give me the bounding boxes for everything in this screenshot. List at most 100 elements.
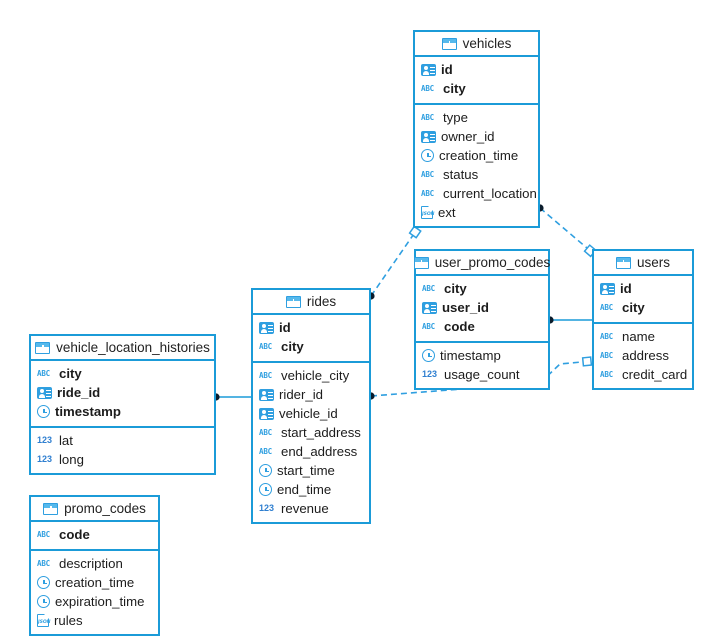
entity-header[interactable]: users: [594, 251, 692, 276]
entity-field[interactable]: expiration_time: [31, 592, 158, 611]
field-label: rules: [54, 613, 83, 628]
field-label: rider_id: [279, 387, 323, 402]
abc-string-icon: ABC: [37, 558, 50, 568]
entity-header[interactable]: rides: [253, 290, 369, 315]
entity-field[interactable]: rider_id: [253, 385, 369, 404]
entity-title: users: [636, 255, 670, 270]
field-label: timestamp: [55, 404, 121, 419]
entity-header[interactable]: promo_codes: [31, 497, 158, 522]
entity-key-field[interactable]: timestamp: [31, 402, 214, 421]
relationship-square-marker: [581, 356, 593, 367]
clock-icon: [421, 149, 434, 162]
entity-header[interactable]: vehicle_location_histories: [31, 336, 214, 361]
entity-field[interactable]: ABC end_address: [253, 442, 369, 461]
entity-key-field[interactable]: user_id: [416, 298, 548, 317]
number-icon: 123: [37, 435, 53, 445]
abc-string-icon: ABC: [259, 427, 272, 437]
relationship-user_promo_codes-to-users[interactable]: [546, 316, 592, 324]
entity-header[interactable]: user_promo_codes: [413, 251, 551, 276]
field-label: vehicle_id: [279, 406, 338, 421]
number-icon: 123: [422, 369, 438, 379]
field-label: long: [59, 452, 84, 467]
field-label: credit_card: [622, 367, 688, 382]
entity-key-field[interactable]: id: [594, 279, 692, 298]
abc-string-icon: ABC: [421, 112, 434, 122]
relationship-vehicle_location_histories-to-rides[interactable]: [212, 393, 251, 401]
clock-icon: [37, 595, 50, 608]
table-icon: [615, 256, 631, 269]
entity-field[interactable]: owner_id: [415, 127, 538, 146]
entity-key-field[interactable]: id: [253, 318, 369, 337]
clock-icon: [37, 405, 50, 418]
entity-field[interactable]: creation_time: [31, 573, 158, 592]
field-label: id: [620, 281, 632, 296]
field-label: id: [441, 62, 453, 77]
field-label: user_id: [442, 300, 489, 315]
relationship-rides-to-vehicles[interactable]: [367, 225, 422, 300]
abc-string-icon: ABC: [259, 446, 272, 456]
field-label: city: [444, 281, 467, 296]
entity-header[interactable]: vehicles: [415, 32, 538, 57]
entity-field[interactable]: creation_time: [415, 146, 538, 165]
entity-field[interactable]: start_time: [253, 461, 369, 480]
field-label: creation_time: [55, 575, 135, 590]
table-icon: [413, 256, 429, 269]
entity-field[interactable]: end_time: [253, 480, 369, 499]
entity-key-field[interactable]: ride_id: [31, 383, 214, 402]
field-label: end_address: [281, 444, 358, 459]
entity-field[interactable]: vehicle_id: [253, 404, 369, 423]
table-icon: [441, 37, 457, 50]
field-label: city: [59, 366, 82, 381]
entity-title: user_promo_codes: [434, 255, 551, 270]
id-badge-icon: [259, 407, 274, 420]
field-label: status: [443, 167, 479, 182]
relationship-line: [370, 227, 419, 297]
clock-icon: [259, 464, 272, 477]
id-badge-icon: [259, 388, 274, 401]
id-badge-icon: [421, 130, 436, 143]
abc-string-icon: ABC: [422, 321, 435, 331]
entity-field[interactable]: timestamp: [416, 346, 548, 365]
abc-string-icon: ABC: [259, 341, 272, 351]
entity-title: rides: [306, 294, 337, 309]
entity-key-field[interactable]: id: [415, 60, 538, 79]
field-label: timestamp: [440, 348, 501, 363]
field-label: address: [622, 348, 669, 363]
